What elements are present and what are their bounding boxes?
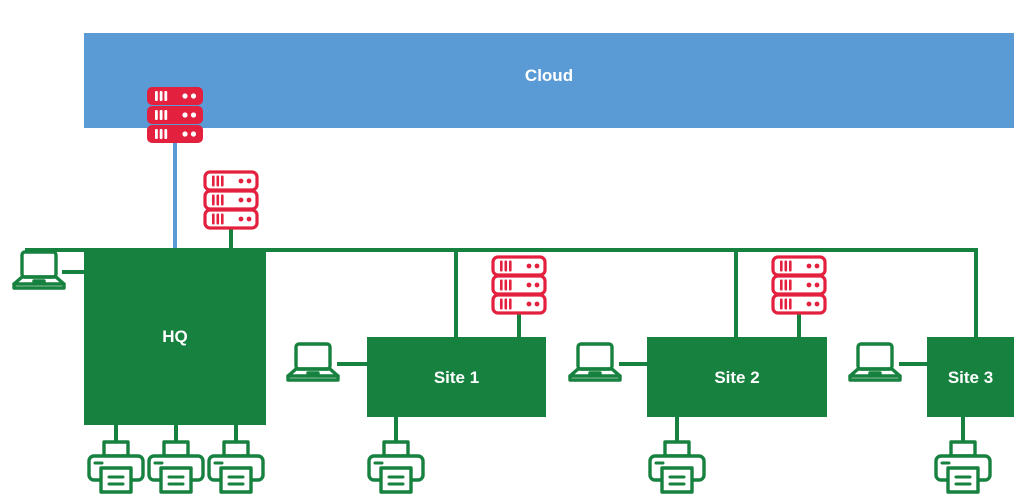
site3-laptop-icon[interactable] <box>848 342 902 382</box>
hq-printer-2-icon[interactable] <box>147 440 205 494</box>
hq-node[interactable] <box>84 250 266 425</box>
site2-printer-1-icon[interactable] <box>648 440 706 494</box>
cloud-node[interactable] <box>84 33 1014 128</box>
hq-printer-3-icon[interactable] <box>207 440 265 494</box>
site1-server-stack-icon[interactable] <box>491 255 547 315</box>
site1-node[interactable] <box>367 337 546 417</box>
site3-printer-1-icon[interactable] <box>934 440 992 494</box>
hq-printer-1-icon[interactable] <box>87 440 145 494</box>
site2-server-stack-icon[interactable] <box>771 255 827 315</box>
hq-server-stack-icon[interactable] <box>203 170 259 230</box>
site3-node[interactable] <box>927 337 1014 417</box>
site1-laptop-icon[interactable] <box>286 342 340 382</box>
site2-node[interactable] <box>647 337 827 417</box>
hq-laptop-icon[interactable] <box>12 250 66 290</box>
site1-printer-1-icon[interactable] <box>367 440 425 494</box>
cloud-server-stack-icon[interactable] <box>147 87 203 143</box>
site2-laptop-icon[interactable] <box>568 342 622 382</box>
